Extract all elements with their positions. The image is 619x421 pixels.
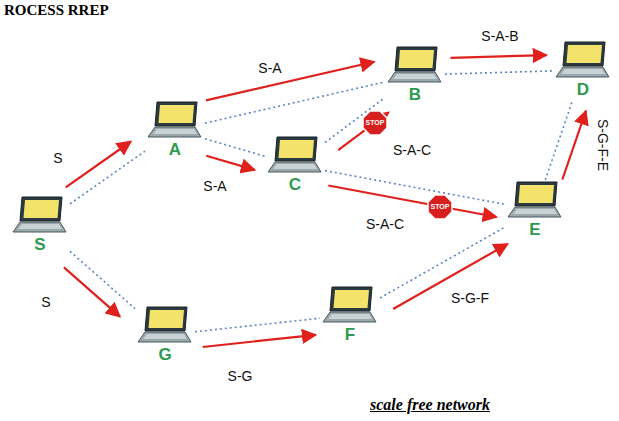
rreq-arrow	[206, 62, 374, 101]
route-label: S-G-F	[449, 290, 491, 306]
laptop-icon	[320, 285, 380, 325]
laptop-node: E	[505, 180, 565, 240]
rreq-arrow	[66, 141, 131, 187]
rreq-arrow	[393, 244, 508, 309]
route-label: S-A	[201, 178, 228, 194]
wireless-link	[325, 171, 505, 205]
laptop-node: S	[10, 195, 70, 255]
laptop-node: G	[135, 305, 195, 365]
node-name: B	[409, 85, 421, 105]
route-label: S-A-B	[479, 28, 520, 44]
heading-fragment: ROCESS RREP	[4, 2, 109, 19]
wireless-link	[545, 100, 572, 180]
laptop-node: C	[265, 135, 325, 195]
node-name: G	[158, 345, 171, 365]
node-name: S	[34, 235, 45, 255]
node-name: E	[529, 220, 540, 240]
rreq-arrow	[64, 267, 120, 316]
laptop-icon	[553, 40, 613, 80]
laptop-node: B	[385, 45, 445, 105]
wireless-link	[445, 71, 553, 74]
node-name: C	[289, 175, 301, 195]
laptop-icon	[385, 45, 445, 85]
stop-sign: STOP	[362, 110, 388, 136]
rreq-arrow	[203, 335, 316, 347]
laptop-icon	[135, 305, 195, 345]
laptop-icon	[10, 195, 70, 235]
route-label: S-G-F-E	[595, 117, 611, 173]
rreq-arrow	[206, 156, 254, 170]
route-label: S-A-C	[364, 216, 406, 232]
laptop-node: A	[145, 100, 205, 160]
figure-caption: scale free network	[370, 396, 490, 414]
route-label: S-A-C	[391, 142, 433, 158]
laptop-node: D	[553, 40, 613, 100]
node-name: A	[169, 140, 181, 160]
route-label: S-G	[226, 368, 255, 384]
stop-sign: STOP	[427, 194, 453, 220]
laptop-icon	[505, 180, 565, 220]
rreq-arrow	[451, 55, 547, 58]
heading-text: ROCESS RREP	[4, 2, 109, 18]
wireless-link	[380, 227, 505, 298]
rreq-arrow	[562, 111, 586, 180]
route-label: S-A	[256, 60, 283, 76]
wireless-link	[195, 318, 320, 332]
wireless-link	[205, 139, 265, 157]
stop-text: STOP	[362, 110, 388, 136]
laptop-icon	[265, 135, 325, 175]
node-name: F	[345, 325, 355, 345]
route-label: S	[51, 150, 64, 166]
node-name: D	[577, 80, 589, 100]
rreq-arrow	[328, 185, 496, 217]
stop-text: STOP	[427, 194, 453, 220]
laptop-icon	[145, 100, 205, 140]
laptop-node: F	[320, 285, 380, 345]
route-label: S	[39, 294, 52, 310]
